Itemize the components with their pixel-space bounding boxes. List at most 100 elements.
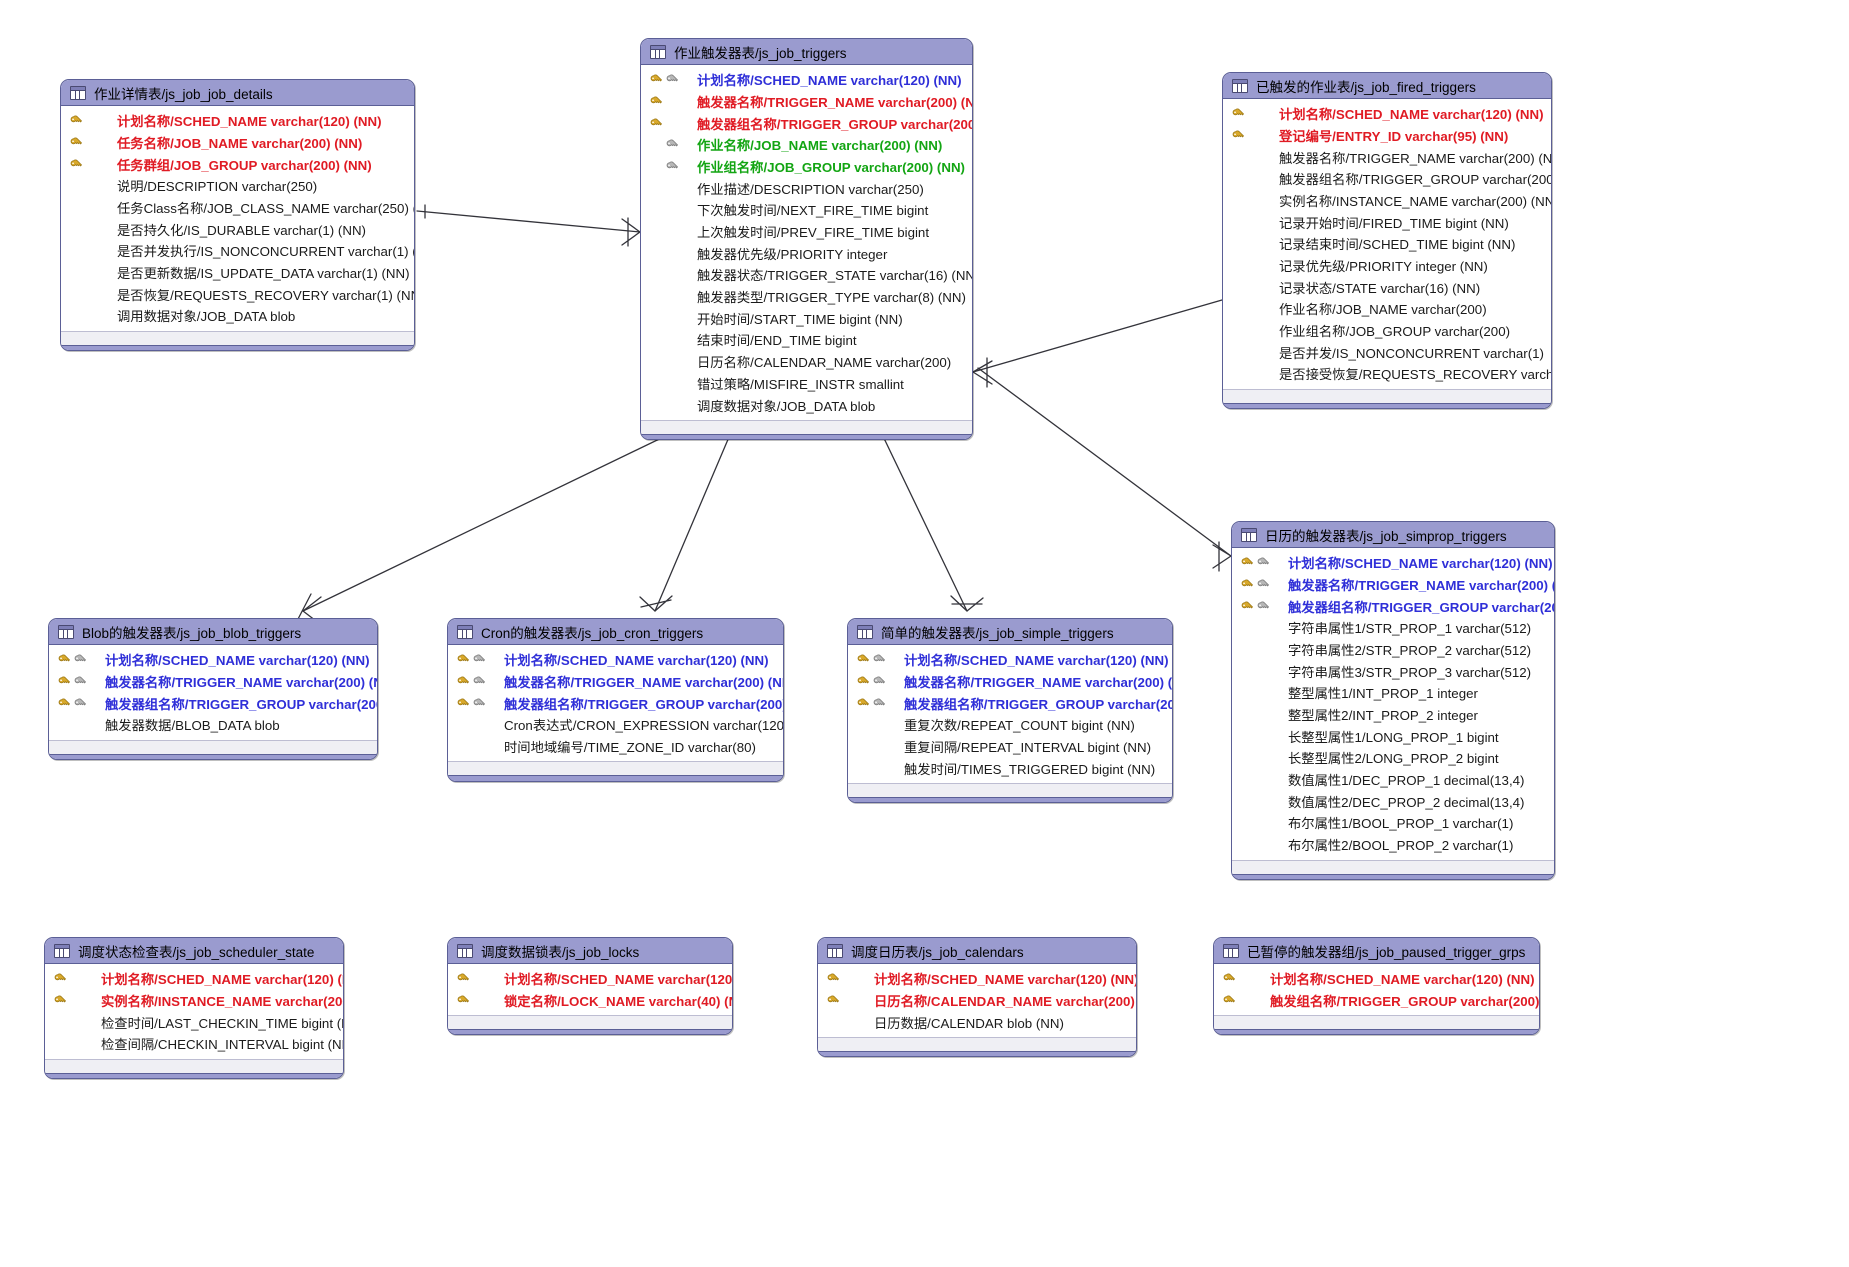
entity-attribute-row[interactable]: 触发器组名称/TRIGGER_GROUP varchar(200) (NN) — [641, 113, 972, 135]
entity-attribute-row[interactable]: 计划名称/SCHED_NAME varchar(120) (NN) — [848, 650, 1172, 672]
entity-attribute-row[interactable]: 任务Class名称/JOB_CLASS_NAME varchar(250) (N… — [61, 198, 414, 220]
entity-attribute-row[interactable]: 触发器组名称/TRIGGER_GROUP varchar(200) (NN) — [1223, 169, 1551, 191]
entity-attribute-row[interactable]: 登记编号/ENTRY_ID varchar(95) (NN) — [1223, 126, 1551, 148]
entity-attribute-row[interactable]: 记录优先级/PRIORITY integer (NN) — [1223, 256, 1551, 278]
entity-attribute-row[interactable]: 计划名称/SCHED_NAME varchar(120) (NN) — [818, 969, 1136, 991]
entity-js_job_simprop_triggers[interactable]: 日历的触发器表/js_job_simprop_triggers 计划名称/SCHE… — [1231, 521, 1555, 880]
entity-attribute-row[interactable]: 说明/DESCRIPTION varchar(250) — [61, 176, 414, 198]
entity-attribute-row[interactable]: 触发器名称/TRIGGER_NAME varchar(200) (NN) — [641, 92, 972, 114]
entity-attribute-row[interactable]: 计划名称/SCHED_NAME varchar(120) (NN) — [45, 969, 343, 991]
entity-js_job_simple_triggers[interactable]: 简单的触发器表/js_job_simple_triggers 计划名称/SCHED… — [847, 618, 1173, 804]
entity-attribute-row[interactable]: 触发组名称/TRIGGER_GROUP varchar(200) (NN) — [1214, 991, 1539, 1013]
entity-attribute-row[interactable]: 锁定名称/LOCK_NAME varchar(40) (NN) — [448, 991, 732, 1013]
entity-attribute-row[interactable]: 开始时间/START_TIME bigint (NN) — [641, 309, 972, 331]
entity-attribute-row[interactable]: 记录结束时间/SCHED_TIME bigint (NN) — [1223, 234, 1551, 256]
entity-attribute-row[interactable]: 作业描述/DESCRIPTION varchar(250) — [641, 178, 972, 200]
entity-attribute-row[interactable]: 触发器状态/TRIGGER_STATE varchar(16) (NN) — [641, 265, 972, 287]
entity-attribute-row[interactable]: 记录状态/STATE varchar(16) (NN) — [1223, 278, 1551, 300]
entity-attribute-row[interactable]: 作业组名称/JOB_GROUP varchar(200) — [1223, 321, 1551, 343]
entity-js_job_triggers[interactable]: 作业触发器表/js_job_triggers 计划名称/SCHED_NAME va… — [640, 38, 973, 441]
entity-js_job_cron_triggers[interactable]: Cron的触发器表/js_job_cron_triggers 计划名称/SCHED… — [447, 618, 784, 782]
entity-attribute-row[interactable]: 上次触发时间/PREV_FIRE_TIME bigint — [641, 222, 972, 244]
entity-attribute-row[interactable]: 记录开始时间/FIRED_TIME bigint (NN) — [1223, 212, 1551, 234]
entity-attribute-row[interactable]: 重复次数/REPEAT_COUNT bigint (NN) — [848, 715, 1172, 737]
entity-attribute-row[interactable]: 作业组名称/JOB_GROUP varchar(200) (NN) — [641, 157, 972, 179]
entity-attribute-row[interactable]: 重复间隔/REPEAT_INTERVAL bigint (NN) — [848, 737, 1172, 759]
entity-header-js_job_fired_triggers[interactable]: 已触发的作业表/js_job_fired_triggers — [1223, 73, 1551, 99]
entity-attribute-row[interactable]: 布尔属性2/BOOL_PROP_2 varchar(1) — [1232, 835, 1554, 857]
entity-attribute-row[interactable]: 是否恢复/REQUESTS_RECOVERY varchar(1) (NN) — [61, 285, 414, 307]
entity-attribute-row[interactable]: 检查间隔/CHECKIN_INTERVAL bigint (NN) — [45, 1034, 343, 1056]
entity-attribute-row[interactable]: 触发时间/TIMES_TRIGGERED bigint (NN) — [848, 758, 1172, 780]
entity-attribute-row[interactable]: 计划名称/SCHED_NAME varchar(120) (NN) — [641, 70, 972, 92]
entity-attribute-row[interactable]: Cron表达式/CRON_EXPRESSION varchar(120) (NN… — [448, 715, 783, 737]
entity-attribute-row[interactable]: 是否并发执行/IS_NONCONCURRENT varchar(1) (NN) — [61, 241, 414, 263]
entity-header-js_job_job_details[interactable]: 作业详情表/js_job_job_details — [61, 80, 414, 106]
entity-header-js_job_scheduler_state[interactable]: 调度状态检查表/js_job_scheduler_state — [45, 938, 343, 964]
entity-js_job_paused_trigger_grps[interactable]: 已暂停的触发器组/js_job_paused_trigger_grps 计划名称/… — [1213, 937, 1540, 1036]
entity-attribute-row[interactable]: 结束时间/END_TIME bigint — [641, 330, 972, 352]
entity-js_job_job_details[interactable]: 作业详情表/js_job_job_details 计划名称/SCHED_NAME … — [60, 79, 415, 351]
entity-attribute-row[interactable]: 触发器优先级/PRIORITY integer — [641, 244, 972, 266]
entity-header-js_job_simple_triggers[interactable]: 简单的触发器表/js_job_simple_triggers — [848, 619, 1172, 645]
entity-attribute-row[interactable]: 计划名称/SCHED_NAME varchar(120) (NN) — [1214, 969, 1539, 991]
entity-attribute-row[interactable]: 计划名称/SCHED_NAME varchar(120) (NN) — [49, 650, 377, 672]
entity-attribute-row[interactable]: 触发器数据/BLOB_DATA blob — [49, 715, 377, 737]
entity-attribute-row[interactable]: 是否持久化/IS_DURABLE varchar(1) (NN) — [61, 219, 414, 241]
entity-header-js_job_locks[interactable]: 调度数据锁表/js_job_locks — [448, 938, 732, 964]
entity-attribute-row[interactable]: 触发器名称/TRIGGER_NAME varchar(200) (NN) — [49, 672, 377, 694]
entity-header-js_job_blob_triggers[interactable]: Blob的触发器表/js_job_blob_triggers — [49, 619, 377, 645]
entity-js_job_calendars[interactable]: 调度日历表/js_job_calendars 计划名称/SCHED_NAME va… — [817, 937, 1137, 1058]
entity-attribute-row[interactable]: 计划名称/SCHED_NAME varchar(120) (NN) — [61, 111, 414, 133]
entity-attribute-row[interactable]: 数值属性1/DEC_PROP_1 decimal(13,4) — [1232, 770, 1554, 792]
entity-attribute-row[interactable]: 字符串属性1/STR_PROP_1 varchar(512) — [1232, 618, 1554, 640]
entity-attribute-row[interactable]: 整型属性2/INT_PROP_2 integer — [1232, 705, 1554, 727]
entity-attribute-row[interactable]: 计划名称/SCHED_NAME varchar(120) (NN) — [1223, 104, 1551, 126]
entity-attribute-row[interactable]: 任务群组/JOB_GROUP varchar(200) (NN) — [61, 154, 414, 176]
entity-attribute-row[interactable]: 长整型属性1/LONG_PROP_1 bigint — [1232, 727, 1554, 749]
entity-attribute-row[interactable]: 调用数据对象/JOB_DATA blob — [61, 306, 414, 328]
entity-attribute-row[interactable]: 触发器组名称/TRIGGER_GROUP varchar(200) (NN) — [848, 693, 1172, 715]
entity-attribute-row[interactable]: 错过策略/MISFIRE_INSTR smallint — [641, 374, 972, 396]
entity-attribute-row[interactable]: 任务名称/JOB_NAME varchar(200) (NN) — [61, 133, 414, 155]
entity-header-js_job_simprop_triggers[interactable]: 日历的触发器表/js_job_simprop_triggers — [1232, 522, 1554, 548]
entity-attribute-row[interactable]: 日历名称/CALENDAR_NAME varchar(200) — [641, 352, 972, 374]
entity-attribute-row[interactable]: 布尔属性1/BOOL_PROP_1 varchar(1) — [1232, 813, 1554, 835]
entity-attribute-row[interactable]: 字符串属性2/STR_PROP_2 varchar(512) — [1232, 640, 1554, 662]
entity-attribute-row[interactable]: 调度数据对象/JOB_DATA blob — [641, 395, 972, 417]
entity-attribute-row[interactable]: 计划名称/SCHED_NAME varchar(120) (NN) — [448, 650, 783, 672]
entity-attribute-row[interactable]: 触发器名称/TRIGGER_NAME varchar(200) (NN) — [848, 672, 1172, 694]
entity-attribute-row[interactable]: 计划名称/SCHED_NAME varchar(120) (NN) — [1232, 553, 1554, 575]
entity-attribute-row[interactable]: 触发器类型/TRIGGER_TYPE varchar(8) (NN) — [641, 287, 972, 309]
entity-header-js_job_calendars[interactable]: 调度日历表/js_job_calendars — [818, 938, 1136, 964]
entity-header-js_job_paused_trigger_grps[interactable]: 已暂停的触发器组/js_job_paused_trigger_grps — [1214, 938, 1539, 964]
entity-attribute-row[interactable]: 触发器名称/TRIGGER_NAME varchar(200) (NN) — [1232, 575, 1554, 597]
entity-attribute-row[interactable]: 是否并发/IS_NONCONCURRENT varchar(1) — [1223, 343, 1551, 365]
entity-attribute-row[interactable]: 触发器组名称/TRIGGER_GROUP varchar(200) (NN) — [1232, 596, 1554, 618]
entity-attribute-row[interactable]: 触发器名称/TRIGGER_NAME varchar(200) (NN) — [1223, 147, 1551, 169]
entity-attribute-row[interactable]: 触发器组名称/TRIGGER_GROUP varchar(200) (NN) — [448, 693, 783, 715]
entity-attribute-row[interactable]: 字符串属性3/STR_PROP_3 varchar(512) — [1232, 661, 1554, 683]
entity-header-js_job_triggers[interactable]: 作业触发器表/js_job_triggers — [641, 39, 972, 65]
entity-attribute-row[interactable]: 触发器组名称/TRIGGER_GROUP varchar(200) (NN) — [49, 693, 377, 715]
entity-js_job_fired_triggers[interactable]: 已触发的作业表/js_job_fired_triggers 计划名称/SCHED_… — [1222, 72, 1552, 410]
entity-attribute-row[interactable]: 数值属性2/DEC_PROP_2 decimal(13,4) — [1232, 792, 1554, 814]
entity-attribute-row[interactable]: 整型属性1/INT_PROP_1 integer — [1232, 683, 1554, 705]
entity-attribute-row[interactable]: 作业名称/JOB_NAME varchar(200) — [1223, 299, 1551, 321]
entity-attribute-row[interactable]: 检查时间/LAST_CHECKIN_TIME bigint (NN) — [45, 1012, 343, 1034]
entity-js_job_locks[interactable]: 调度数据锁表/js_job_locks 计划名称/SCHED_NAME varch… — [447, 937, 733, 1036]
entity-js_job_scheduler_state[interactable]: 调度状态检查表/js_job_scheduler_state 计划名称/SCHED… — [44, 937, 344, 1079]
entity-attribute-row[interactable]: 日历数据/CALENDAR blob (NN) — [818, 1012, 1136, 1034]
entity-attribute-row[interactable]: 是否更新数据/IS_UPDATE_DATA varchar(1) (NN) — [61, 263, 414, 285]
entity-attribute-row[interactable]: 下次触发时间/NEXT_FIRE_TIME bigint — [641, 200, 972, 222]
entity-attribute-row[interactable]: 日历名称/CALENDAR_NAME varchar(200) (NN) — [818, 991, 1136, 1013]
entity-attribute-row[interactable]: 实例名称/INSTANCE_NAME varchar(200) (NN) — [1223, 191, 1551, 213]
entity-attribute-row[interactable]: 实例名称/INSTANCE_NAME varchar(200) (NN) — [45, 991, 343, 1013]
entity-attribute-row[interactable]: 计划名称/SCHED_NAME varchar(120) (NN) — [448, 969, 732, 991]
entity-js_job_blob_triggers[interactable]: Blob的触发器表/js_job_blob_triggers 计划名称/SCHED… — [48, 618, 378, 760]
entity-header-js_job_cron_triggers[interactable]: Cron的触发器表/js_job_cron_triggers — [448, 619, 783, 645]
entity-attribute-row[interactable]: 触发器名称/TRIGGER_NAME varchar(200) (NN) — [448, 672, 783, 694]
entity-attribute-row[interactable]: 作业名称/JOB_NAME varchar(200) (NN) — [641, 135, 972, 157]
entity-attribute-row[interactable]: 是否接受恢复/REQUESTS_RECOVERY varchar(1) — [1223, 364, 1551, 386]
entity-attribute-row[interactable]: 时间地域编号/TIME_ZONE_ID varchar(80) — [448, 737, 783, 759]
